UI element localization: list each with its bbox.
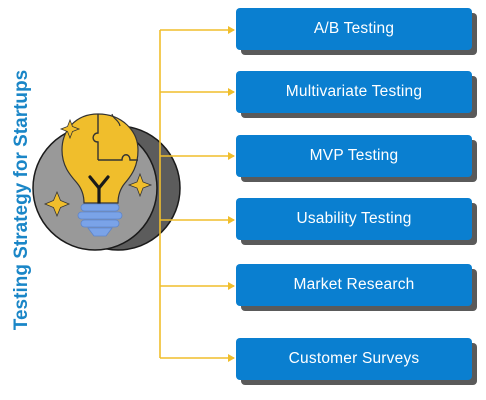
diagram-title: Testing Strategy for Startups <box>11 69 32 331</box>
sparkle-icon <box>43 190 71 218</box>
strategy-box-customer-surveys: Customer Surveys <box>236 338 472 380</box>
connector-lines <box>159 26 235 362</box>
strategy-box-market-research: Market Research <box>236 264 472 306</box>
sparkle-icon <box>127 172 153 198</box>
strategy-box-multivariate-testing: Multivariate Testing <box>236 71 472 113</box>
lightbulb-puzzle-icon <box>61 113 139 237</box>
sparkle-icon <box>59 118 81 140</box>
strategy-box-usability-testing: Usability Testing <box>236 198 472 240</box>
strategy-box-mvp-testing: MVP Testing <box>236 135 472 177</box>
strategy-box-ab-testing: A/B Testing <box>236 8 472 50</box>
